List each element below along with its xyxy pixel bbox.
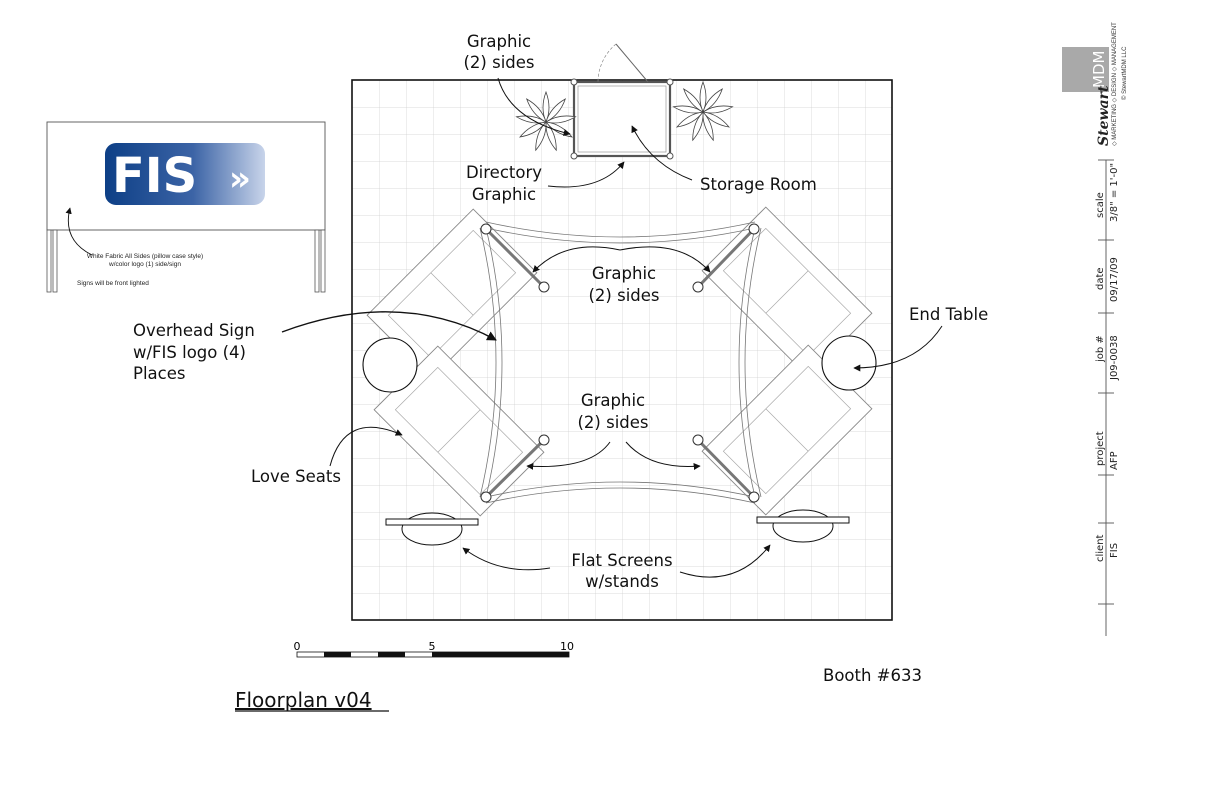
overhead-label-3: Places (133, 364, 185, 383)
project-field-value: AFP (1109, 451, 1120, 470)
scale-tick-0: 0 (294, 640, 301, 653)
flat-screen-left (385, 512, 479, 546)
graphic-low-label-2: (2) sides (577, 413, 648, 432)
flat-screens-label-2: w/stands (585, 572, 659, 591)
date-field-label: date (1095, 267, 1106, 290)
graphic-top-label-1: Graphic (467, 32, 531, 51)
graphic-top-label-2: (2) sides (463, 53, 534, 72)
copyright: © StewartMDM LLC (1121, 46, 1128, 100)
date-field-value: 09/17/09 (1109, 257, 1120, 302)
sign-note-3: Signs will be front lighted (77, 280, 149, 287)
drawing-title: Floorplan v04 (235, 688, 372, 712)
booth-number: Booth #633 (823, 666, 922, 685)
client-field-label: client (1095, 534, 1106, 562)
fis-logo-text: FIS (112, 148, 197, 204)
job-field-value: J09-0038 (1109, 335, 1120, 381)
graphic-mid-label-2: (2) sides (588, 286, 659, 305)
client-field-value: FIS (1109, 543, 1120, 558)
overhead-label-2: w/FIS logo (4) (133, 343, 246, 362)
love-seats-label: Love Seats (251, 467, 341, 486)
sign-elevation: FIS » White Fabric All Sides (pillow cas… (46, 121, 326, 293)
flat-screen-right (756, 509, 850, 543)
brand-tagline: ◇ MARKETING ◇ DESIGN ◇ MANAGEMENT (1112, 22, 1118, 146)
directory-label-2: Graphic (472, 185, 536, 204)
storage-room-label: Storage Room (700, 175, 817, 194)
callout-arrows (281, 77, 943, 578)
brand-name: Stewart (1096, 85, 1112, 146)
job-field-label: job # (1095, 335, 1106, 363)
scale-tick-10: 10 (560, 640, 574, 653)
overhead-label-1: Overhead Sign (133, 321, 255, 340)
graphic-low-label-1: Graphic (581, 391, 645, 410)
overhead-sign (479, 221, 762, 504)
end-table-label: End Table (909, 305, 988, 324)
brand-logo-mdm: MDM (1090, 51, 1108, 88)
fis-logo: FIS » (105, 143, 265, 205)
end-table-right (821, 335, 877, 391)
scale-bar: 0 5 10 (294, 640, 574, 658)
scale-tick-5: 5 (429, 640, 436, 653)
fis-logo-arrows: » (229, 159, 251, 199)
storage-room (570, 43, 674, 160)
graphic-panels (480, 223, 760, 503)
project-field-label: project (1095, 431, 1106, 466)
scale-field-label: scale (1095, 192, 1106, 218)
sign-note-2: w/color logo (1) side/sign (108, 261, 181, 268)
directory-label-1: Directory (466, 163, 542, 182)
flat-screens-label-1: Flat Screens (571, 551, 672, 570)
sign-note-1: White Fabric All Sides (pillow case styl… (87, 253, 203, 260)
graphic-mid-label-1: Graphic (592, 264, 656, 283)
end-table-left (362, 337, 418, 393)
title-block: MDM Stewart ◇ MARKETING ◇ DESIGN ◇ MANAG… (1062, 22, 1128, 636)
scale-field-value: 3/8" = 1'-0" (1109, 163, 1120, 222)
